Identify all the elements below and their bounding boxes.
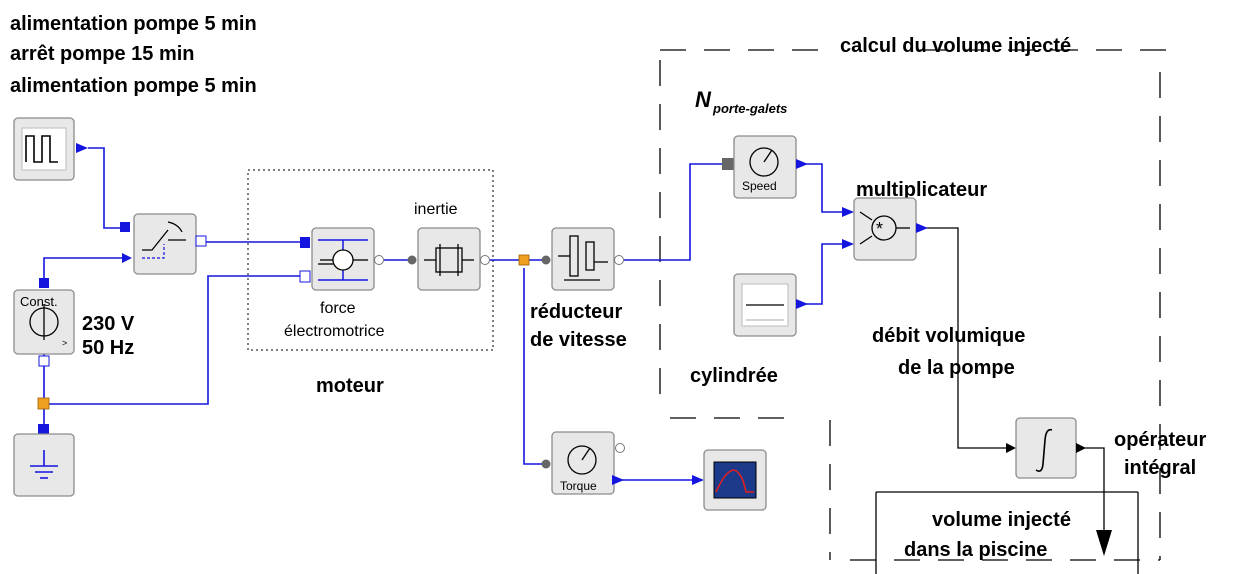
switch-block[interactable]	[120, 213, 207, 275]
dans-la-piscine-label: dans la piscine	[904, 539, 1047, 561]
volume-injecte-label: volume injecté	[932, 509, 1071, 531]
de-la-pompe-label: de la pompe	[898, 357, 1015, 379]
cylindree-constant-block[interactable]	[733, 273, 808, 337]
signal-wires	[43, 147, 846, 481]
output-wires	[926, 227, 1112, 556]
volume-output-box	[875, 491, 1139, 574]
electromotive-force-block[interactable]	[299, 227, 384, 291]
force-label: force	[320, 300, 356, 317]
calcul-region-border	[659, 49, 1180, 561]
inertie-label: inertie	[414, 201, 458, 218]
reducteur-label: réducteur	[530, 301, 622, 323]
scope-block[interactable]	[692, 449, 767, 511]
calcul-title: calcul du volume injecté	[840, 35, 1071, 57]
speed-sensor-block[interactable]: Speed	[722, 135, 808, 199]
constant-voltage-source-block[interactable]: Const. >	[13, 278, 75, 367]
speed-reducer-block[interactable]	[541, 227, 624, 291]
multiplicateur-label: multiplicateur	[856, 179, 987, 201]
electric-node	[37, 397, 50, 410]
n-porte-galets-symbol: N	[695, 87, 712, 112]
integral-label: intégral	[1124, 457, 1196, 479]
operateur-label: opérateur	[1114, 429, 1206, 451]
ground-block[interactable]	[13, 424, 75, 497]
speed-text: Speed	[742, 179, 777, 193]
mechanical-node	[518, 254, 530, 266]
header-line-2: arrêt pompe 15 min	[10, 43, 195, 65]
inertia-block[interactable]	[407, 227, 490, 291]
frequency-label: 50 Hz	[82, 337, 134, 359]
header-line-1: alimentation pompe 5 min	[10, 13, 257, 35]
header-line-3: alimentation pompe 5 min	[10, 75, 257, 97]
svg-text:*: *	[876, 219, 883, 239]
cylindree-label: cylindrée	[690, 365, 778, 387]
integrator-block[interactable]	[1015, 417, 1086, 479]
pulse-generator-block[interactable]	[13, 117, 88, 181]
torque-text: Torque	[560, 479, 597, 493]
voltage-label: 230 V	[82, 313, 135, 335]
torque-sensor-block[interactable]: Torque	[541, 431, 625, 495]
electromotrice-label: électromotrice	[284, 323, 385, 340]
multiplier-block[interactable]: *	[842, 197, 928, 261]
moteur-label: moteur	[316, 375, 384, 397]
de-vitesse-label: de vitesse	[530, 329, 627, 351]
n-porte-galets-subscript: porte-galets	[712, 101, 787, 116]
const-label: Const.	[20, 294, 58, 309]
svg-text:>: >	[62, 338, 67, 348]
debit-volumique-label: débit volumique	[872, 325, 1025, 347]
